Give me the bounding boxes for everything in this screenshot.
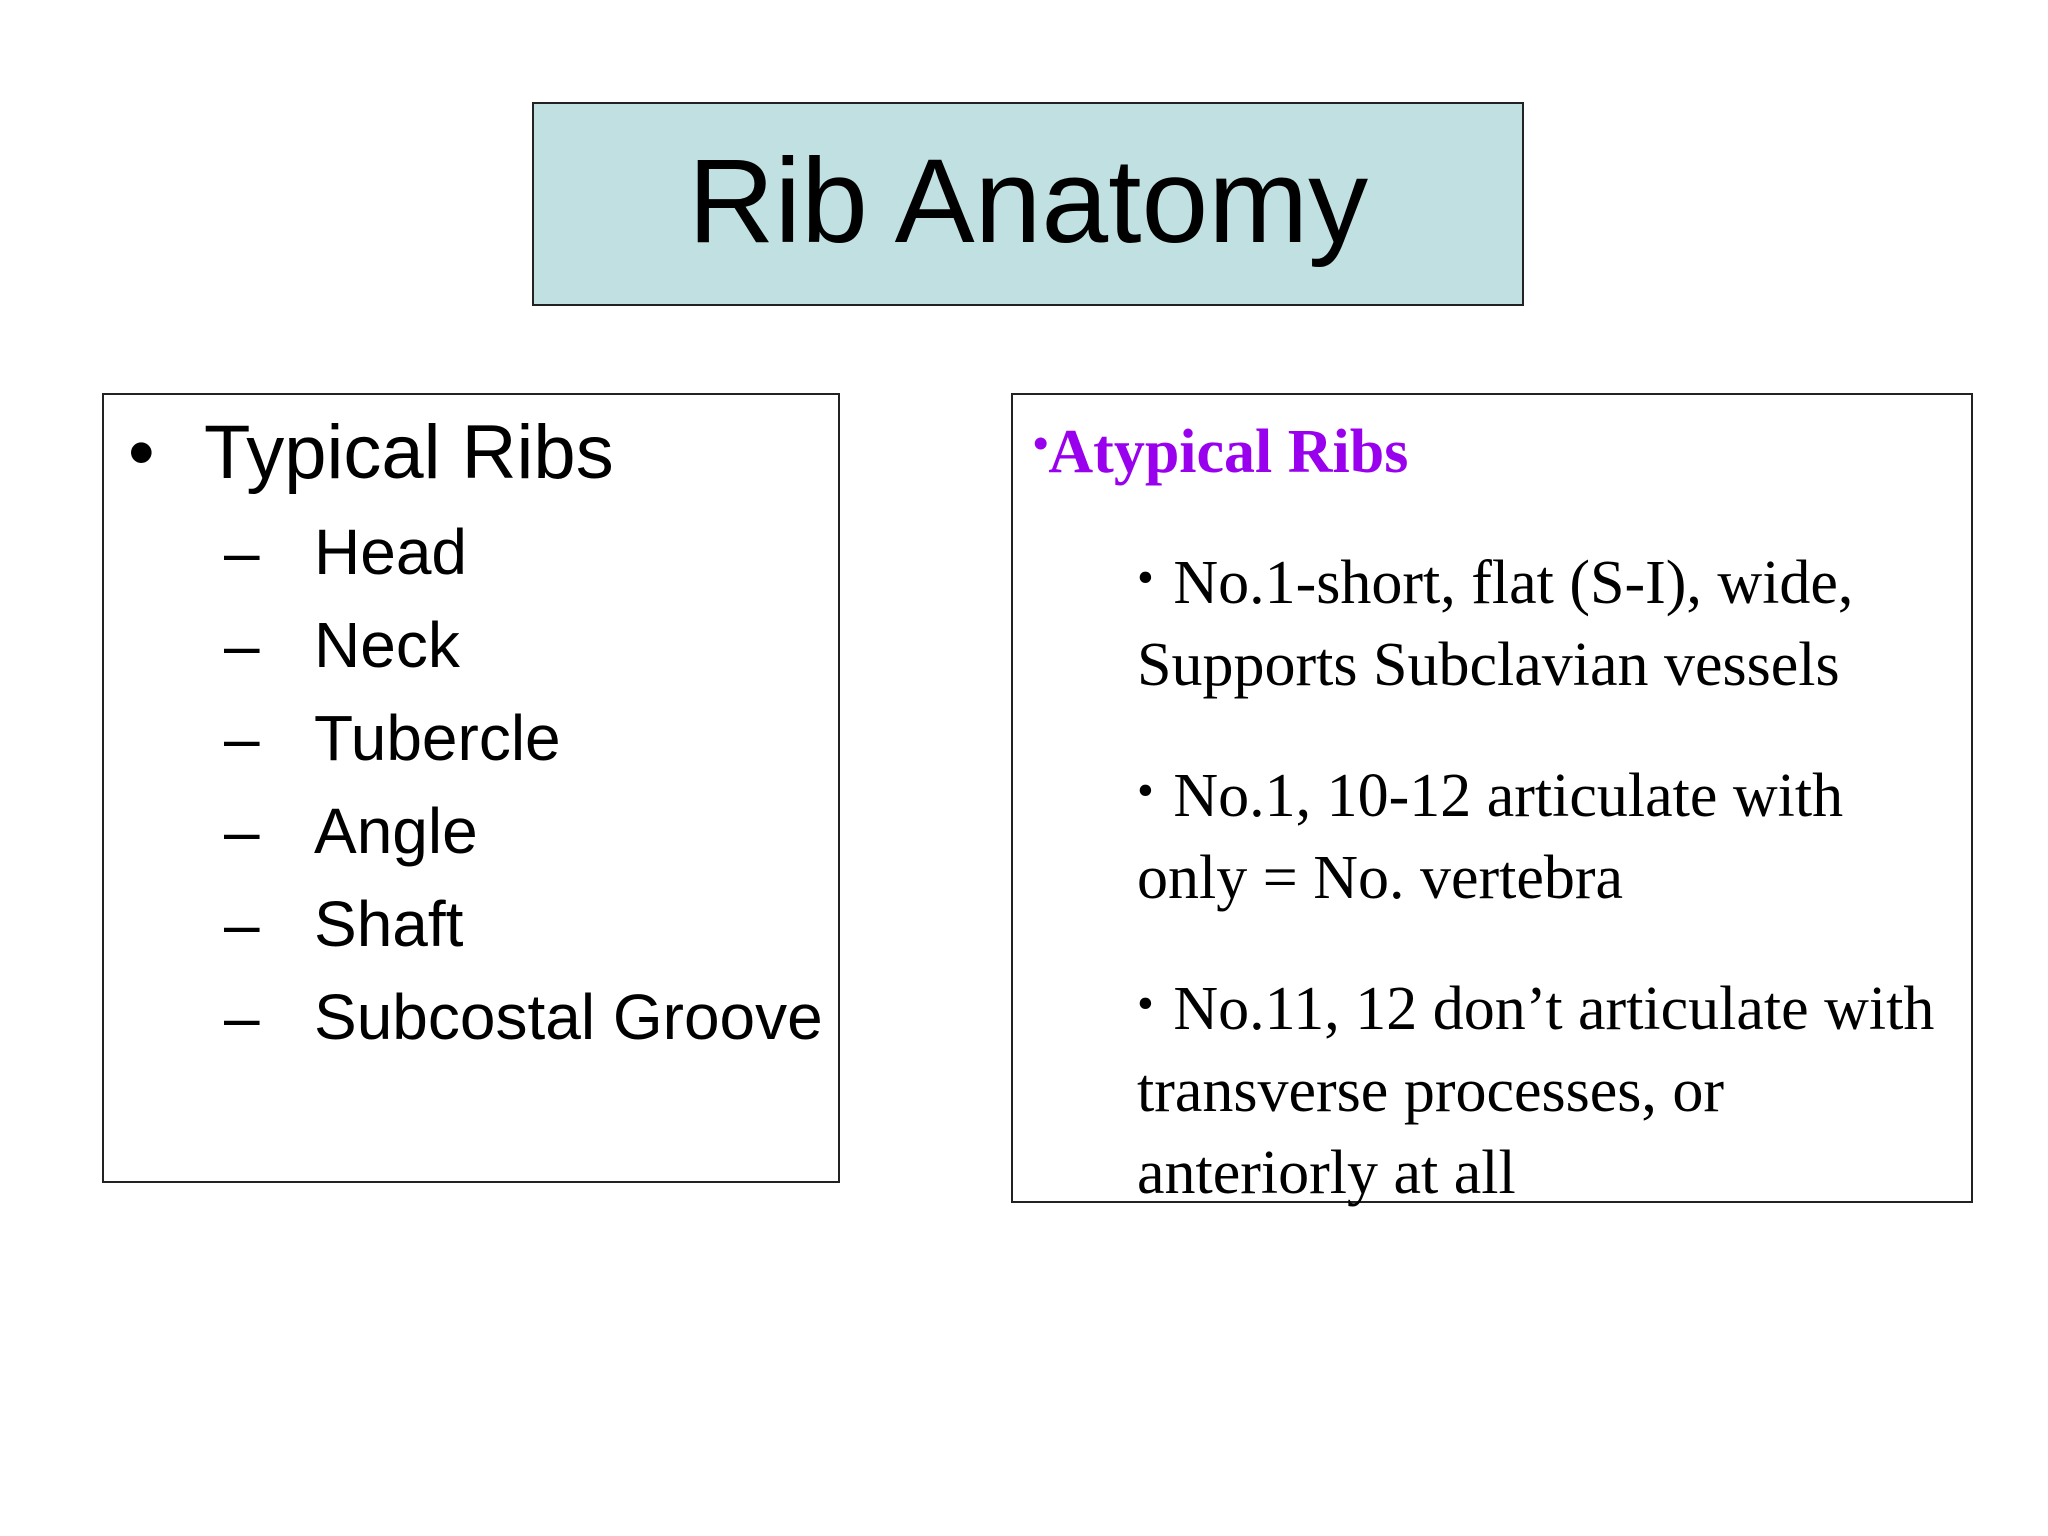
list-item-label: Shaft bbox=[314, 888, 464, 960]
list-item-label: Neck bbox=[314, 609, 460, 681]
list-item-label: Head bbox=[314, 516, 467, 588]
list-item: • No.11, 12 don’t articulate with transv… bbox=[1137, 963, 1957, 1214]
dash-icon: – bbox=[224, 516, 260, 588]
bullet-icon: • bbox=[1137, 764, 1154, 817]
dash-icon: – bbox=[224, 888, 260, 960]
list-item-label: No.1, 10-12 articulate with only = No. v… bbox=[1137, 762, 1844, 912]
dash-icon: – bbox=[224, 795, 260, 867]
title-box: Rib Anatomy bbox=[532, 102, 1524, 306]
list-item-label: Subcostal Groove bbox=[314, 981, 823, 1053]
typical-ribs-list: –Head –Neck –Tubercle –Angle –Shaft –Sub… bbox=[224, 513, 824, 1071]
list-item: –Neck bbox=[224, 606, 824, 684]
list-item: –Shaft bbox=[224, 885, 824, 963]
bullet-icon: • bbox=[1137, 551, 1154, 604]
typical-ribs-panel: •Typical Ribs –Head –Neck –Tubercle –Ang… bbox=[102, 393, 840, 1183]
list-item: • No.1-short, flat (S-I), wide, Supports… bbox=[1137, 537, 1957, 706]
list-item-label: No.1-short, flat (S-I), wide, Supports S… bbox=[1137, 549, 1854, 699]
atypical-ribs-panel: •Atypical Ribs • No.1-short, flat (S-I),… bbox=[1011, 393, 1973, 1207]
dash-icon: – bbox=[224, 609, 260, 681]
bullet-icon: • bbox=[1033, 419, 1049, 468]
dash-icon: – bbox=[224, 981, 260, 1053]
list-item-label: Angle bbox=[314, 795, 478, 867]
list-item-label: Tubercle bbox=[314, 702, 561, 774]
list-item-label: No.11, 12 don’t articulate with transver… bbox=[1137, 975, 1935, 1207]
list-item: –Head bbox=[224, 513, 824, 591]
atypical-ribs-heading-text: Atypical Ribs bbox=[1048, 418, 1409, 486]
typical-ribs-heading: • Typical Ribs bbox=[128, 407, 614, 498]
list-item: –Tubercle bbox=[224, 699, 824, 777]
typical-ribs-heading-text: Typical Ribs bbox=[204, 410, 614, 495]
list-item: –Subcostal Groove bbox=[224, 978, 824, 1056]
slide-title: Rib Anatomy bbox=[687, 134, 1369, 268]
dash-icon: – bbox=[224, 702, 260, 774]
list-item: • No.1, 10-12 articulate with only = No.… bbox=[1137, 750, 1957, 919]
bullet-icon: • bbox=[128, 410, 155, 495]
list-item: –Angle bbox=[224, 792, 824, 870]
bullet-icon: • bbox=[1137, 977, 1154, 1030]
atypical-ribs-heading: •Atypical Ribs bbox=[1033, 415, 1408, 489]
atypical-ribs-list: • No.1-short, flat (S-I), wide, Supports… bbox=[1137, 537, 1957, 1258]
